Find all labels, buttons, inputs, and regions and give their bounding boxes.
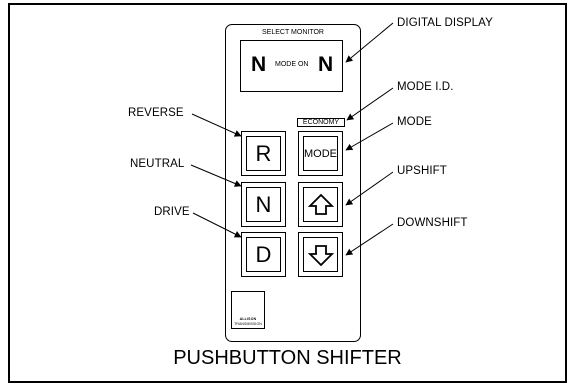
drive-button[interactable]: D [241, 232, 286, 277]
reverse-button-face: R [246, 136, 281, 171]
downshift-button-face [303, 237, 338, 272]
callout-downshift: DOWNSHIFT [397, 217, 468, 229]
reverse-button[interactable]: R [241, 131, 286, 176]
drive-button-face: D [246, 237, 281, 272]
callout-drive: DRIVE [154, 206, 190, 218]
mode-button-face: MODE [303, 136, 338, 171]
callout-reverse: REVERSE [128, 107, 184, 119]
neutral-button-face: N [246, 187, 281, 222]
mode-button-label: MODE [304, 147, 337, 160]
upshift-button-face [303, 187, 338, 222]
callout-neutral: NEUTRAL [130, 158, 185, 170]
select-monitor-label: SELECT MONITOR [262, 29, 324, 36]
callout-mode-id: MODE I.D. [397, 81, 454, 93]
down-arrow-icon [307, 244, 334, 266]
upshift-button[interactable] [298, 182, 343, 227]
display-left-char: N [251, 53, 267, 76]
digital-display: N MODE ON N [240, 40, 343, 92]
figure-frame [8, 3, 567, 383]
neutral-button[interactable]: N [241, 182, 286, 227]
logo-line-2: TRANSMISSION [234, 322, 262, 326]
display-status-text: MODE ON [275, 61, 309, 68]
callout-upshift: UPSHIFT [397, 165, 447, 177]
display-right-char: N [318, 53, 334, 76]
callout-mode: MODE [397, 116, 432, 128]
neutral-button-label: N [255, 191, 272, 217]
mode-id-indicator: ECONOMY [297, 118, 345, 127]
drive-button-label: D [255, 241, 272, 267]
mode-button[interactable]: MODE [298, 131, 343, 176]
up-arrow-icon [307, 193, 334, 215]
figure-title: PUSHBUTTON SHIFTER [173, 347, 402, 369]
callout-digital-display: DIGITAL DISPLAY [397, 17, 493, 29]
reverse-button-label: R [255, 140, 272, 166]
manufacturer-logo: ALLISON TRANSMISSION [231, 291, 265, 329]
logo-line-1: ALLISON [239, 317, 257, 321]
downshift-button[interactable] [298, 232, 343, 277]
